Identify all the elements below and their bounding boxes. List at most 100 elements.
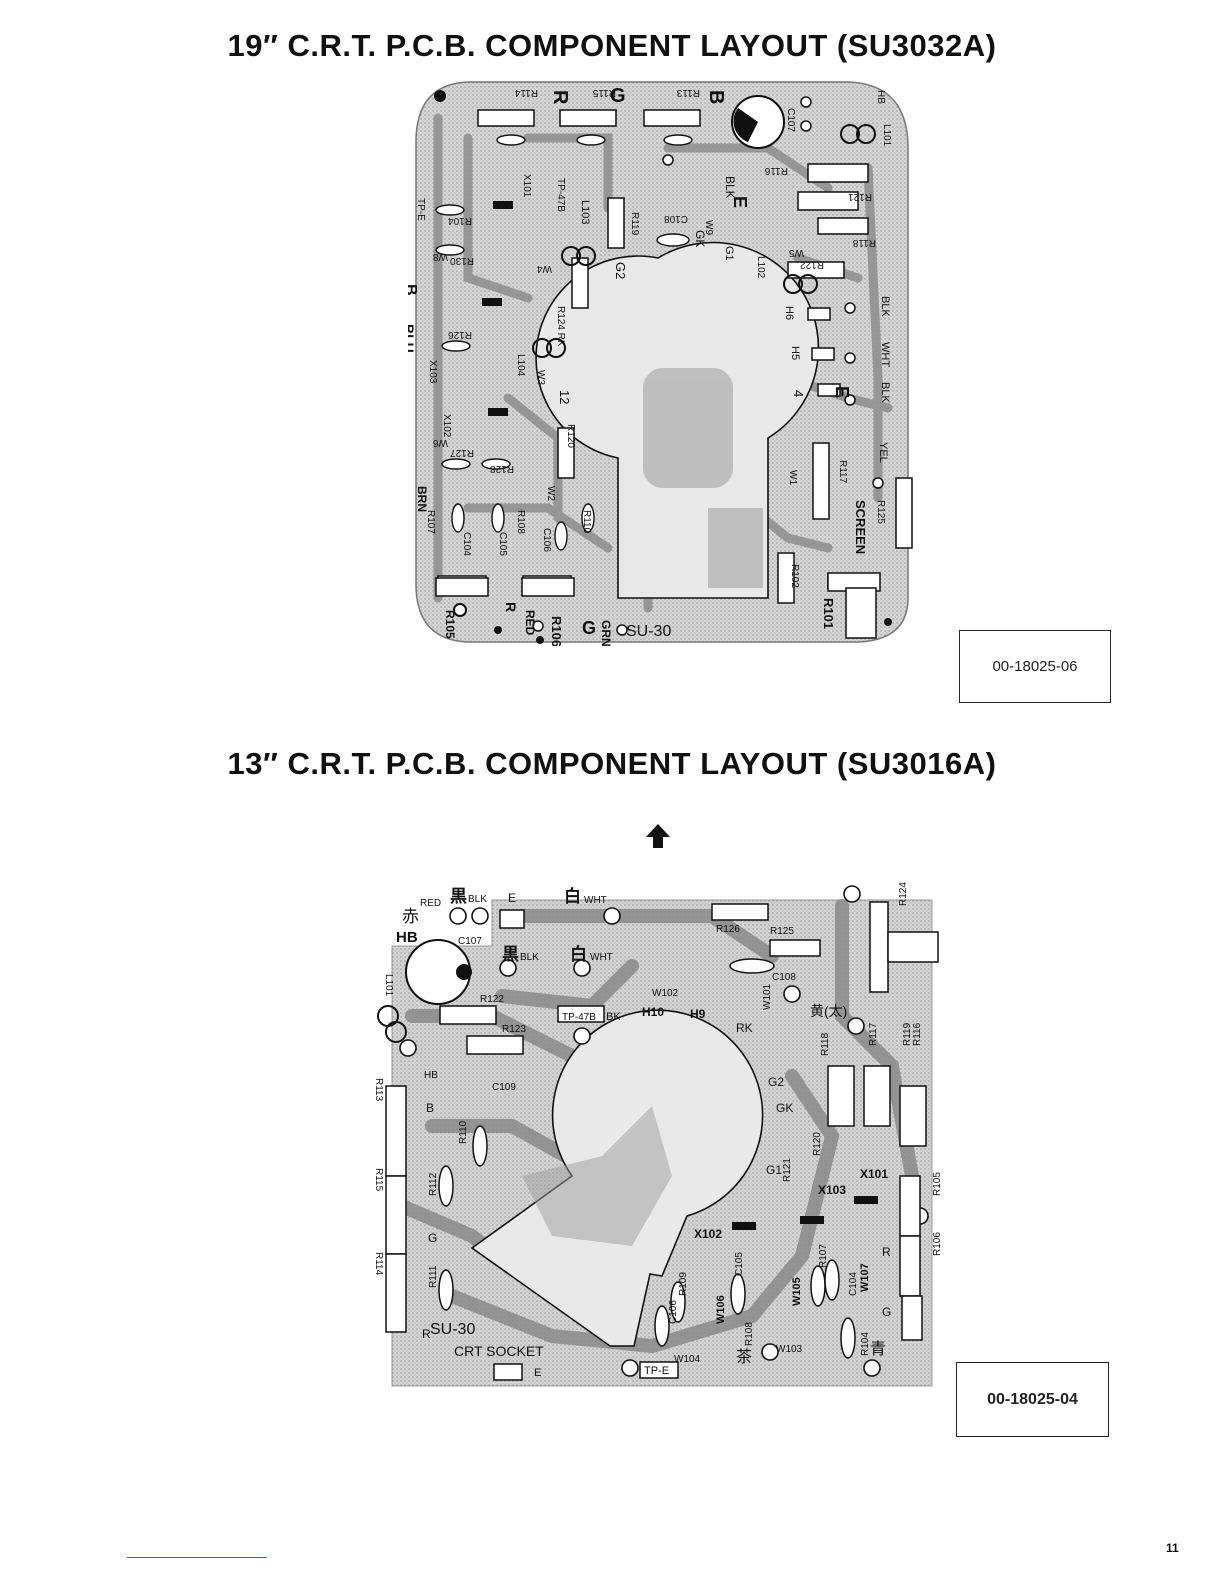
svg-text:RED: RED [523,610,537,636]
svg-text:黒: 黒 [450,887,467,906]
svg-text:TP-E: TP-E [644,1365,669,1377]
svg-text:R128: R128 [490,463,514,474]
svg-text:R106: R106 [549,616,564,646]
svg-text:B: B [426,1101,434,1115]
svg-text:R: R [882,1245,891,1259]
svg-text:WHT: WHT [584,895,607,906]
svg-text:R110: R110 [458,1120,469,1144]
svg-text:G2: G2 [768,1075,784,1089]
svg-text:C108: C108 [664,213,688,224]
svg-text:BLK: BLK [879,296,891,317]
svg-text:W4: W4 [537,263,552,274]
svg-text:R105: R105 [443,610,457,639]
svg-text:G1: G1 [766,1163,782,1177]
title-13-inch-layout: 13″ C.R.T. P.C.B. COMPONENT LAYOUT (SU30… [227,746,997,781]
svg-text:R122: R122 [480,994,504,1005]
svg-text:R125: R125 [875,500,886,524]
svg-text:W103: W103 [776,1344,803,1355]
svg-text:C105: C105 [497,532,508,556]
svg-text:R110: R110 [581,510,592,534]
svg-text:青: 青 [870,1340,886,1358]
svg-text:BK: BK [606,1011,621,1023]
svg-text:W8: W8 [433,251,448,262]
svg-text:R107: R107 [818,1244,829,1268]
svg-text:R111: R111 [428,1265,439,1288]
svg-text:B: B [408,284,419,296]
drawing-number-19-inch: 00-18025-06 [959,630,1111,703]
svg-text:R117: R117 [868,1022,879,1046]
svg-text:黄(太): 黄(太) [810,1003,847,1019]
svg-text:R126: R126 [716,924,740,935]
label-crt-socket: CRT SOCKET [454,1343,544,1359]
svg-text:R120: R120 [812,1132,823,1156]
svg-text:W3: W3 [535,370,546,385]
svg-text:H10: H10 [642,1005,664,1019]
svg-text:R107: R107 [425,510,436,534]
svg-text:L103: L103 [579,200,591,224]
svg-text:HB: HB [424,1070,438,1081]
pcb-diagram-19-inch: R114 R115 R113 G R B C107 HB L101 R116 R… [408,81,913,646]
svg-text:W101: W101 [762,983,773,1010]
svg-text:HB: HB [875,90,886,104]
label-su-30: SU-30 [626,623,671,640]
svg-text:R116: R116 [764,165,788,176]
svg-text:C108: C108 [772,972,796,983]
svg-text:R126: R126 [448,329,472,340]
svg-text:茶: 茶 [736,1348,752,1366]
svg-text:W102: W102 [652,988,679,999]
svg-text:GK: GK [776,1101,793,1115]
svg-text:C106: C106 [541,528,552,552]
svg-text:E: E [730,196,750,208]
pcb-diagram-13-inch: RED 黒 BLK E 白 WHT 赤 HB C107 黒 BLK 白 WHT … [373,882,943,1387]
svg-text:SU-30: SU-30 [430,1321,475,1338]
svg-text:R113: R113 [373,1078,384,1102]
svg-text:C104: C104 [461,532,472,556]
label-g: G [610,85,626,107]
svg-text:G: G [882,1305,891,1319]
page-number: 11 [1166,1541,1179,1555]
svg-text:C106: C106 [668,1300,679,1324]
svg-text:X103: X103 [427,360,438,384]
svg-text:B: B [705,90,727,104]
svg-text:X101: X101 [860,1167,888,1181]
footer-rule [127,1557,267,1558]
svg-text:X102: X102 [694,1227,722,1241]
svg-text:R101: R101 [821,598,836,629]
svg-text:白: 白 [564,886,581,906]
svg-text:L101: L101 [881,124,892,147]
svg-text:C109: C109 [492,1082,516,1093]
svg-text:R124 RK: R124 RK [555,306,566,347]
svg-text:WHT: WHT [879,342,891,367]
svg-text:R114: R114 [373,1252,384,1276]
svg-text:C105: C105 [734,1252,745,1276]
svg-text:R108: R108 [515,510,526,534]
svg-text:X101: X101 [521,174,532,198]
svg-text:RK: RK [736,1021,753,1035]
svg-text:G: G [428,1231,437,1245]
svg-text:BLK: BLK [468,894,487,905]
svg-text:R108: R108 [744,1322,755,1346]
svg-text:TP-47B: TP-47B [555,178,566,212]
svg-text:R114: R114 [514,87,538,98]
svg-text:12: 12 [557,390,572,404]
svg-text:WHT: WHT [590,952,613,963]
svg-text:TP-E: TP-E [415,198,426,221]
svg-text:L102: L102 [755,256,766,279]
svg-text:GK: GK [693,230,707,247]
svg-text:R113: R113 [676,87,700,98]
svg-text:R118: R118 [852,237,876,248]
drawing-number-13-inch: 00-18025-04 [956,1362,1109,1437]
svg-text:H6: H6 [783,306,795,320]
svg-text:E: E [534,1367,541,1379]
svg-text:BLU: BLU [408,324,417,353]
svg-text:W106: W106 [715,1295,727,1324]
svg-text:W9: W9 [703,220,714,235]
svg-text:R105: R105 [932,1172,943,1196]
svg-text:L104: L104 [515,354,526,377]
svg-text:YEL: YEL [877,442,889,463]
svg-text:R117: R117 [837,460,848,484]
title-19-inch-layout: 19″ C.R.T. P.C.B. COMPONENT LAYOUT (SU30… [227,28,997,63]
svg-text:W2: W2 [545,486,556,501]
svg-text:SCREEN: SCREEN [853,500,868,554]
svg-text:4: 4 [791,390,806,397]
